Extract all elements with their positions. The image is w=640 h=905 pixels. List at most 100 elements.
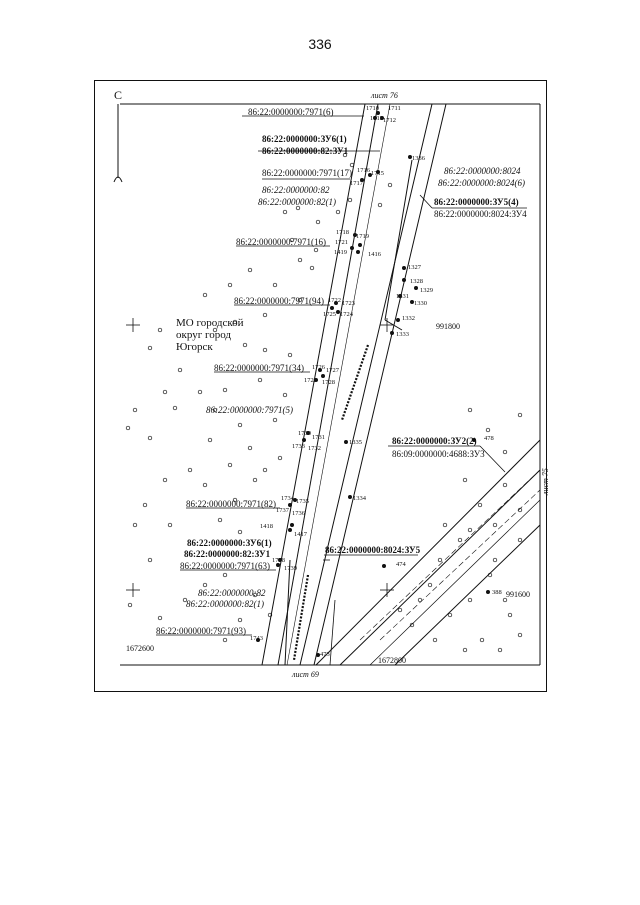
survey-point [276,563,280,567]
tree-symbol [517,632,523,638]
survey-point [288,528,292,532]
point-number: 1727 [326,367,340,374]
survey-point [344,440,348,444]
point-number: 1418 [260,523,273,530]
point-number: 1731 [312,434,325,441]
coord-x-1672600: 1672600 [126,644,154,653]
tree-symbol [467,597,473,603]
label-leaders [156,115,527,636]
point-number: 1332 [402,315,415,322]
tree-symbol [427,582,433,588]
point-number: 1328 [410,278,423,285]
tree-symbol [127,602,133,608]
parcel-label: 86:22:0000000:ЗУ6(1) [187,538,272,548]
tree-symbol [457,537,463,543]
point-number: 1729 [304,377,317,384]
municipality-line-1: МО городской [176,317,244,329]
point-number: 1736 [292,510,306,517]
survey-point [402,266,406,270]
tree-symbol [247,267,253,273]
survey-point [293,498,297,502]
survey-point [373,116,377,120]
survey-point [348,495,352,499]
tree-symbol [417,597,423,603]
survey-point [350,246,354,250]
point-number: 1716 [357,167,371,174]
tree-symbol [442,522,448,528]
point-number: 1327 [408,264,422,271]
survey-point [380,116,384,120]
point-number: 473 [320,651,330,658]
survey-point [290,523,294,527]
parcel-label: 86:22:0000000:8024:ЗУ5 [325,545,421,555]
tree-symbol [212,407,218,413]
tree-symbol [222,387,228,393]
parcel-label: 86:22:0000000:82 [198,588,266,598]
coord-y-991600: 991600 [506,590,530,599]
point-number: 1713 [370,115,383,122]
point-number: 1721 [335,239,348,246]
point-number: 1733 [292,443,305,450]
survey-point [318,368,322,372]
survey-point [358,243,362,247]
parcel-label: 86:09:0000000:4688:ЗУ3 [392,449,485,459]
sheet-label-right: лист 75 [541,468,550,496]
tree-symbol [222,572,228,578]
survey-point [472,438,476,442]
tree-symbol [295,205,301,211]
tree-symbol [517,537,523,543]
parcel-label: 86:22:0000000:82:ЗУ1 [184,549,271,559]
tree-symbol [227,282,233,288]
tree-symbol [212,327,218,333]
survey-point [336,310,340,314]
tree-symbol [272,282,278,288]
sheet-label-top: лист 76 [370,91,398,100]
grid-crosses [126,318,394,597]
survey-point [396,318,400,322]
tree-symbol [467,527,473,533]
tree-symbol [162,389,168,395]
tree-symbol [502,597,508,603]
tree-symbol [335,209,341,215]
survey-point [278,558,282,562]
point-number: 1334 [353,495,367,502]
point-number: 1722 [328,297,341,304]
point-number: 1732 [308,445,321,452]
tree-symbol [349,162,355,168]
municipality-line-3: Югорск [176,341,213,353]
tree-symbol [147,557,153,563]
tree-symbol [132,407,138,413]
tree-symbol [492,522,498,528]
tree-symbol [277,455,283,461]
tree-symbol [257,377,263,383]
parcel-label: 86:22:0000000:8024(6) [438,178,525,188]
survey-point [360,178,364,182]
point-number-labels: 1710 1711 1713 1712 1336 1716 1717 1715 … [250,105,502,658]
pipeline-band [315,439,541,666]
tree-symbol [125,425,131,431]
point-number: 1718 [336,229,349,236]
tree-symbol [237,422,243,428]
survey-point [334,301,338,305]
parcel-label: 86:22:0000000:7971(17) [262,168,352,178]
parcel-label: 86:22:0000000:82(1) [186,599,264,609]
parcel-label: 86:22:0000000:8024:ЗУ4 [434,209,527,219]
point-number: 1336 [412,155,426,162]
tree-symbol [262,467,268,473]
survey-point [256,638,260,642]
tree-symbol [487,572,493,578]
point-number: 1717 [350,180,364,187]
survey-point [410,300,414,304]
tree-symbol [157,615,163,621]
survey-point [402,278,406,282]
tree-symbol [485,427,491,433]
tree-symbol [237,617,243,623]
point-number: 1330 [414,300,427,307]
parcel-label: 86:22:0000000:7971(6) [248,107,334,117]
tree-symbol [447,612,453,618]
tree-symbol [262,347,268,353]
tree-symbol [147,435,153,441]
survey-point [368,173,372,177]
tree-symbol [202,482,208,488]
